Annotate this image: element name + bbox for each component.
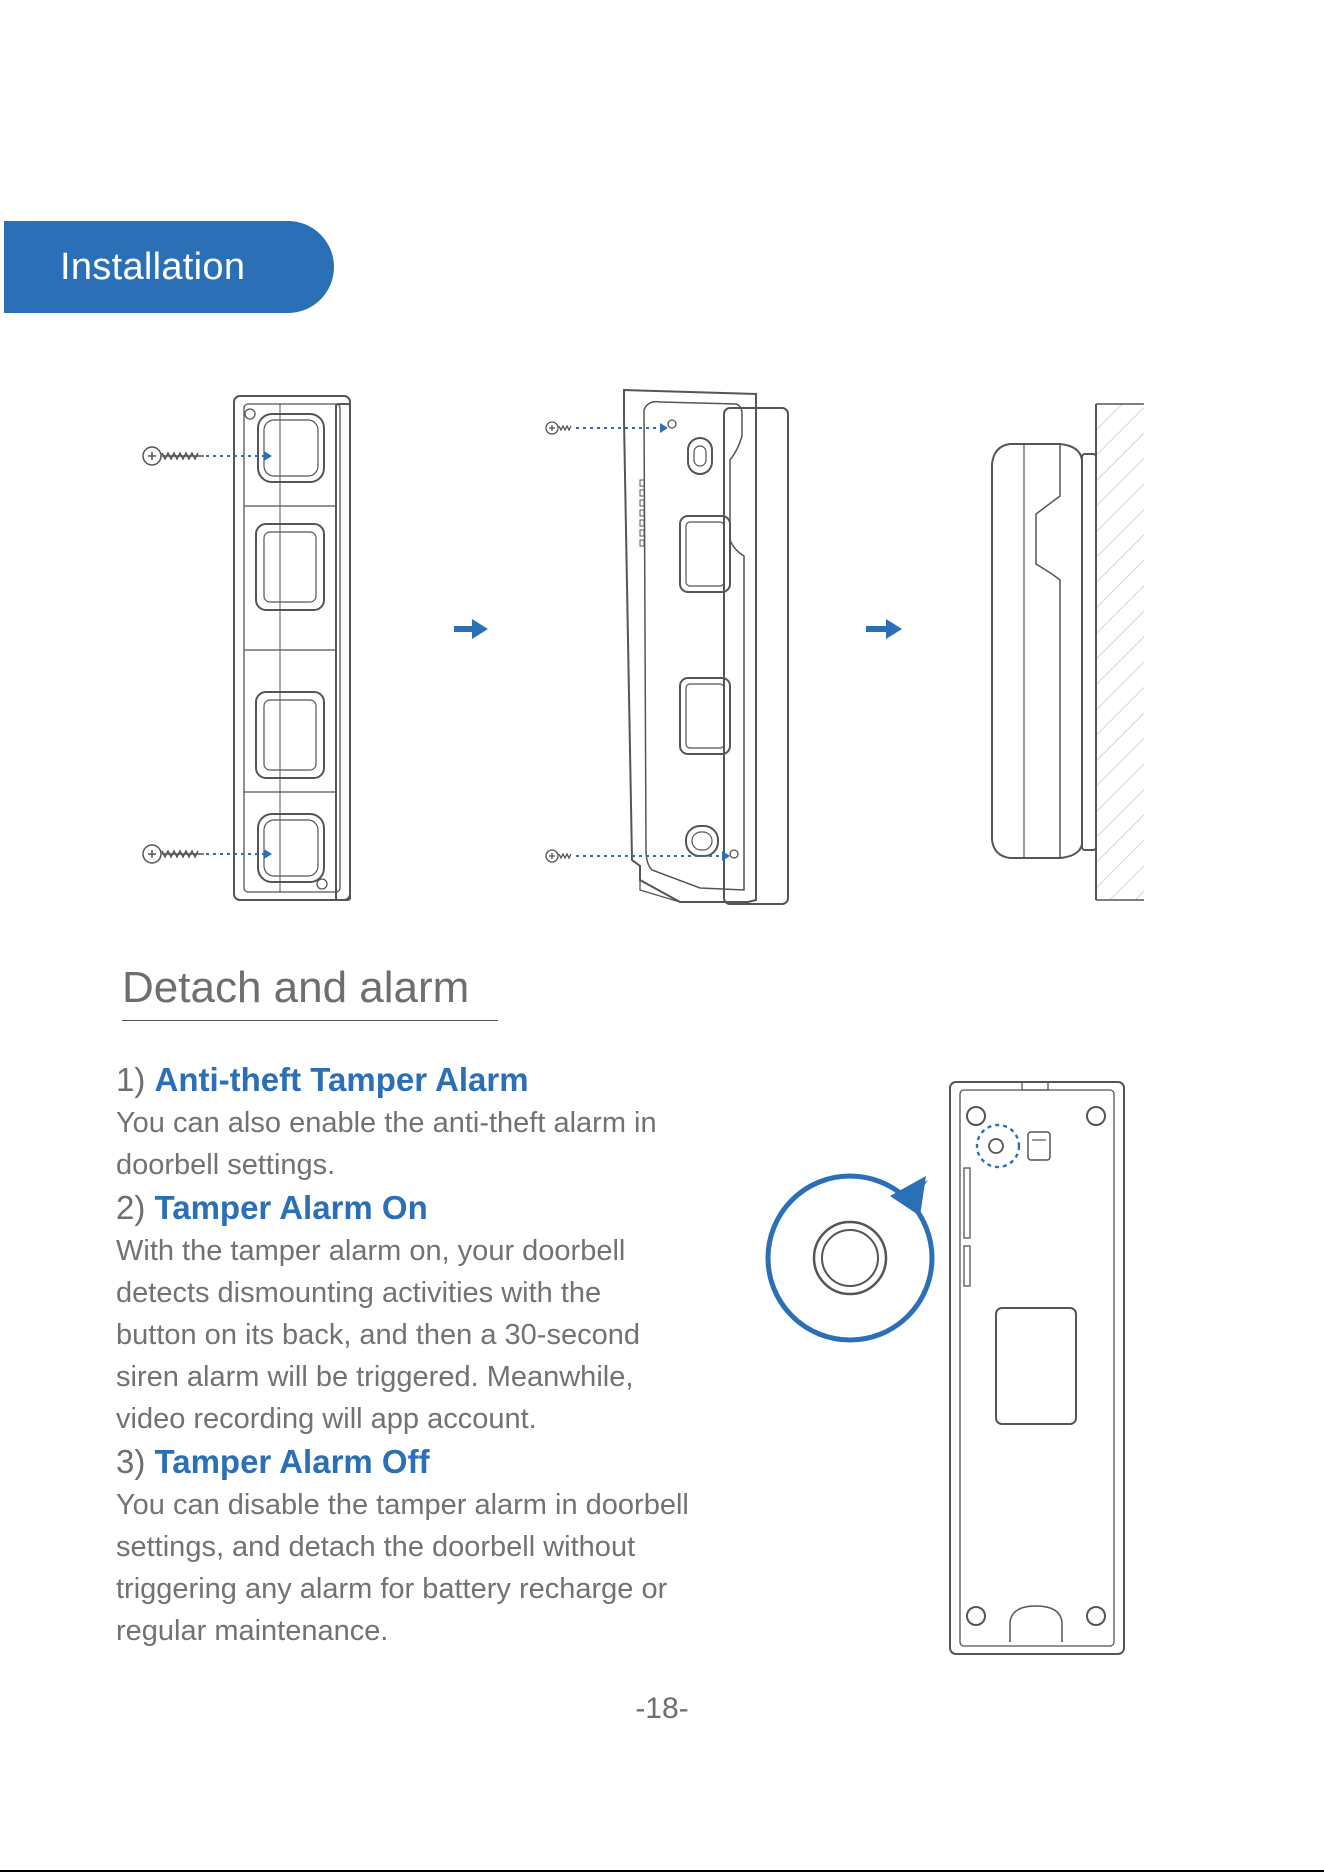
item-number: 1)	[116, 1061, 146, 1098]
item-description: You can also enable the anti-theft alarm…	[116, 1102, 776, 1186]
item-title: Tamper Alarm On	[154, 1189, 428, 1226]
doorbell-side-illustration	[991, 403, 1144, 901]
list-item: 1) Anti-theft Tamper Alarm You can also …	[116, 1058, 776, 1186]
tamper-highlight-circle	[975, 1123, 1021, 1169]
list-item: 3) Tamper Alarm Off You can disable the …	[116, 1440, 776, 1652]
arrow-right-icon	[454, 619, 488, 639]
text-line: settings, and detach the doorbell withou…	[116, 1531, 636, 1563]
item-description: With the tamper alarm on, your doorbell …	[116, 1230, 776, 1440]
item-heading: 2) Tamper Alarm On	[116, 1186, 776, 1230]
magnifier-callout	[765, 1173, 935, 1343]
text-line: siren alarm will be triggered. Meanwhile…	[116, 1361, 634, 1393]
item-number: 3)	[116, 1443, 146, 1480]
section-tab: Installation	[4, 221, 334, 313]
screw-icon	[142, 844, 204, 864]
arrow-right-icon	[866, 619, 902, 639]
text-line: video recording will app account.	[116, 1403, 537, 1435]
text-line: detects dismounting activities with the	[116, 1277, 602, 1309]
installation-diagram	[142, 388, 1144, 905]
screw-icon	[545, 849, 572, 863]
guide-line	[206, 455, 268, 855]
item-title: Tamper Alarm Off	[154, 1443, 430, 1480]
item-number: 2)	[116, 1189, 146, 1226]
text-line: With the tamper alarm on, your doorbell	[116, 1235, 626, 1267]
instruction-list: 1) Anti-theft Tamper Alarm You can also …	[116, 1058, 776, 1652]
page-bottom-border	[0, 1870, 1324, 1872]
section-tab-label: Installation	[60, 246, 246, 288]
screw-icon	[142, 446, 204, 466]
item-heading: 3) Tamper Alarm Off	[116, 1440, 776, 1484]
item-heading: 1) Anti-theft Tamper Alarm	[116, 1058, 776, 1102]
item-title: Anti-theft Tamper Alarm	[154, 1061, 529, 1098]
mounting-bracket-illustration	[233, 395, 351, 901]
text-line: regular maintenance.	[116, 1615, 389, 1647]
text-line: triggering any alarm for battery recharg…	[116, 1573, 668, 1605]
section-title: Detach and alarm	[122, 962, 498, 1021]
doorbell-back-illustration	[623, 388, 789, 905]
text-line: You can disable the tamper alarm in door…	[116, 1489, 689, 1521]
text-line: You can also enable the anti-theft alarm…	[116, 1107, 657, 1139]
text-line: doorbell settings.	[116, 1149, 336, 1181]
guide-line	[576, 427, 726, 857]
page-number: -18-	[635, 1692, 689, 1725]
list-item: 2) Tamper Alarm On With the tamper alarm…	[116, 1186, 776, 1440]
tamper-button-illustration	[765, 1081, 1125, 1655]
text-line: button on its back, and then a 30-second	[116, 1319, 640, 1351]
item-description: You can disable the tamper alarm in door…	[116, 1484, 776, 1652]
screw-icon	[545, 421, 572, 435]
